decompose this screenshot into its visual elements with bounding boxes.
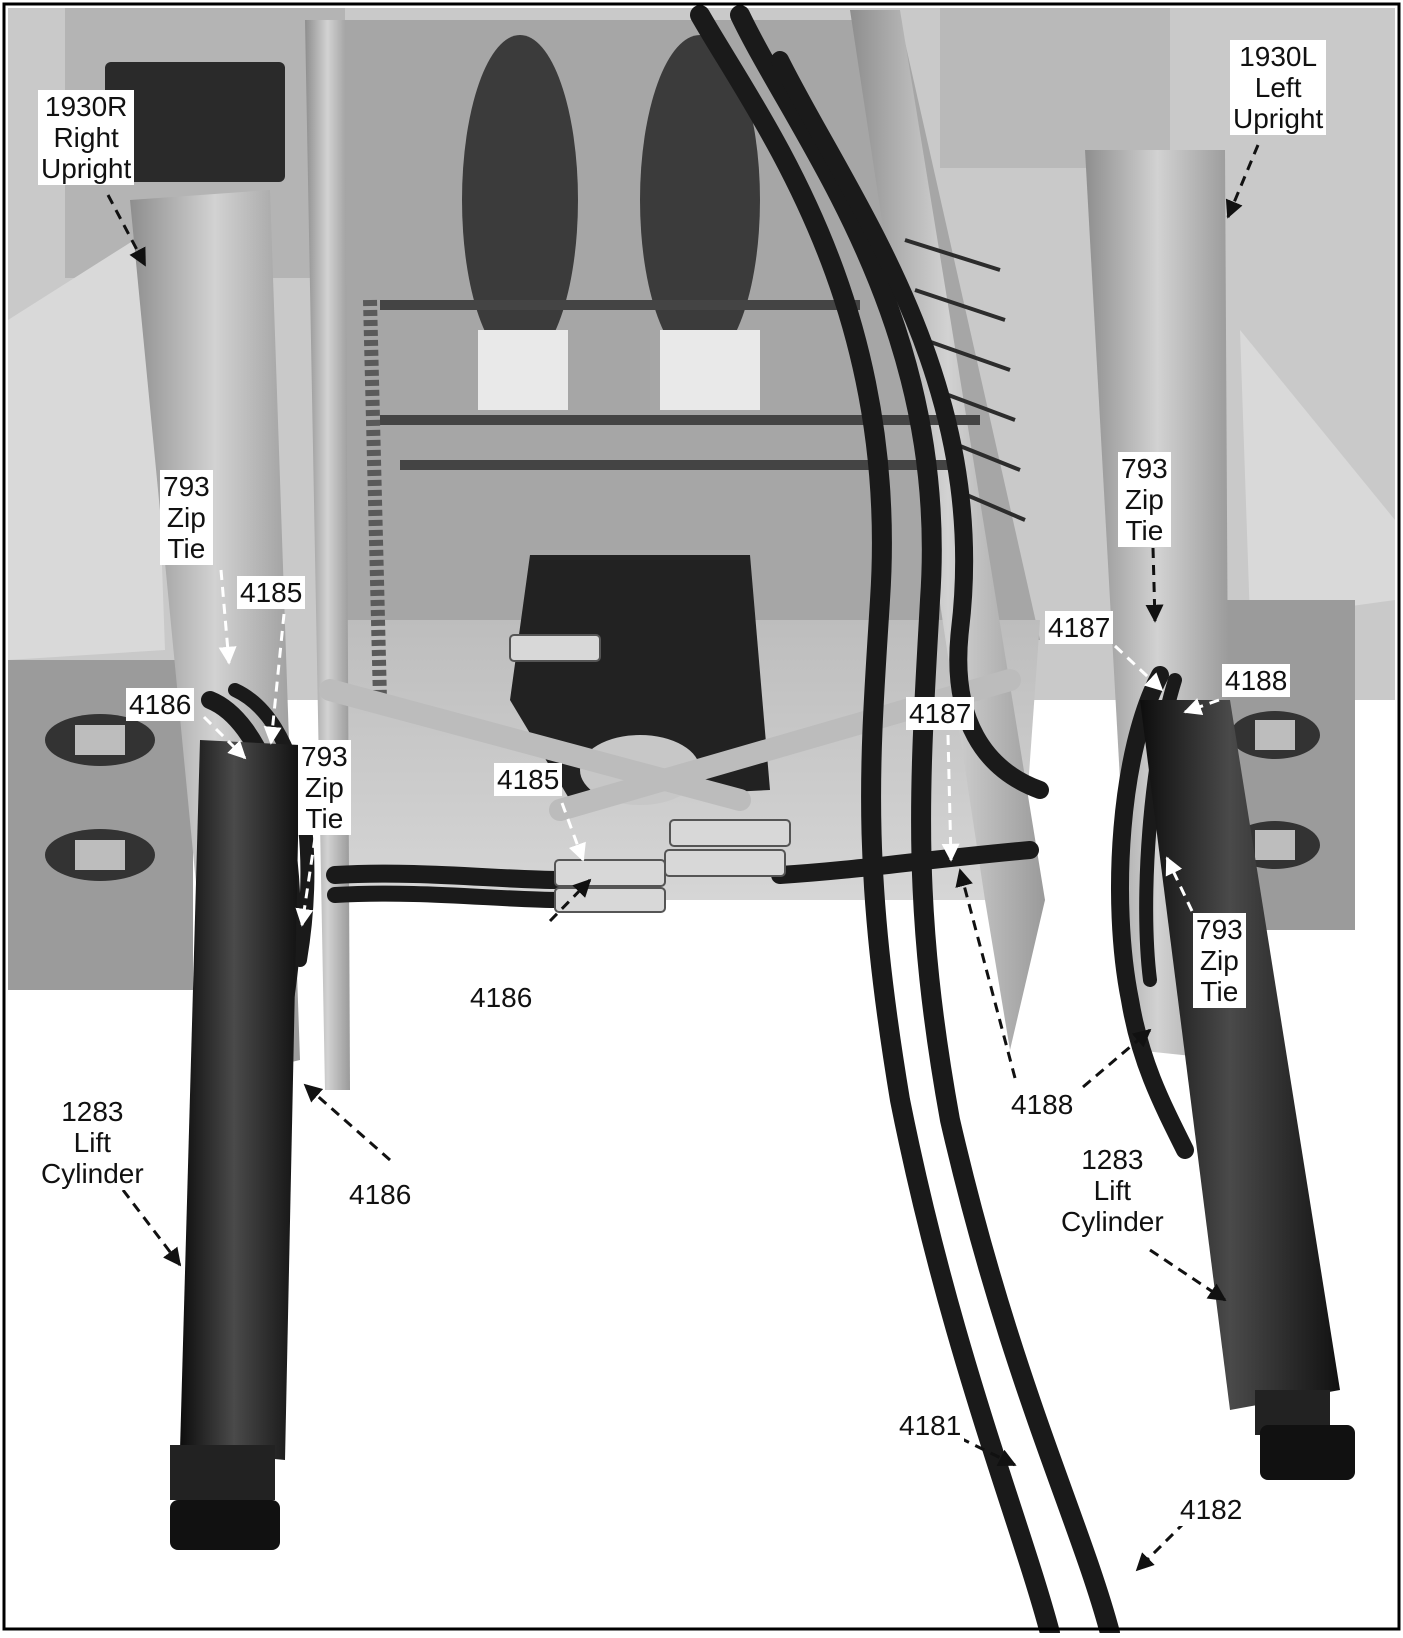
callout-4187-center: 4187 <box>906 697 975 730</box>
callout-lift-cylinder-left: 1283 Lift Cylinder <box>1058 1143 1167 1238</box>
center-chassis <box>305 10 1045 1090</box>
callout-left-upright: 1930L Left Upright <box>1230 40 1327 135</box>
callout-4188-left: 4188 <box>1222 664 1291 697</box>
callout-zip-tie-right-top: 793 Zip Tie <box>160 470 213 565</box>
callout-4187-left: 4187 <box>1045 611 1114 644</box>
callout-4186-right-top: 4186 <box>126 688 195 721</box>
callout-lift-cylinder-right: 1283 Lift Cylinder <box>38 1095 147 1190</box>
callout-4185-center: 4185 <box>494 763 563 796</box>
black-leader-lines <box>106 144 1260 1572</box>
left-lift-cylinder <box>1140 700 1355 1480</box>
callout-4185-right: 4185 <box>237 576 306 609</box>
callout-zip-tie-right-mid: 793 Zip Tie <box>298 740 351 835</box>
callout-4181: 4181 <box>896 1409 965 1442</box>
white-leader-lines <box>202 569 1220 927</box>
callout-4186-center: 4186 <box>467 981 536 1014</box>
callout-zip-tie-left-top: 793 Zip Tie <box>1118 452 1171 547</box>
callout-right-upright: 1930R Right Upright <box>38 90 135 185</box>
callout-4182: 4182 <box>1177 1493 1246 1526</box>
right-lift-cylinder <box>170 740 300 1550</box>
callout-4186-right-low: 4186 <box>346 1178 415 1211</box>
callout-4188-low: 4188 <box>1008 1088 1077 1121</box>
callout-zip-tie-left-low: 793 Zip Tie <box>1193 913 1246 1008</box>
